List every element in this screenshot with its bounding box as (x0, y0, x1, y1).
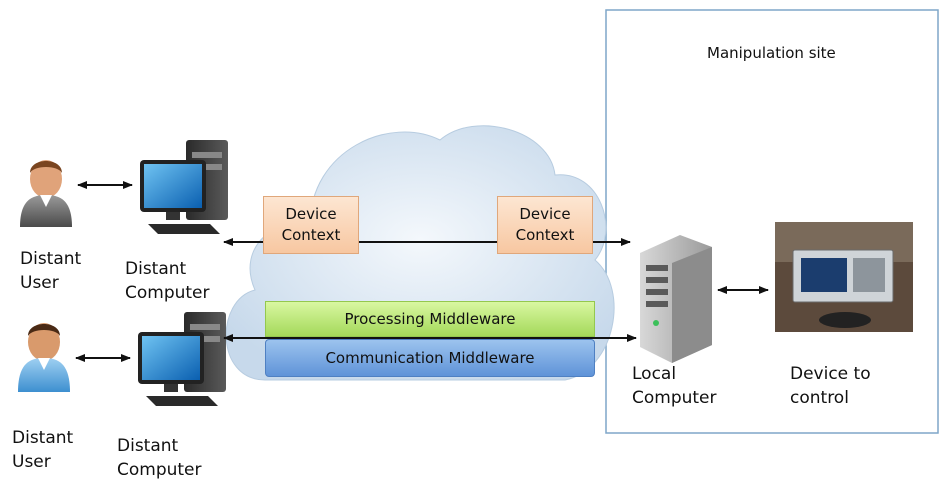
desktop-computer-icon (138, 312, 226, 406)
distant-user-label: Distant User (20, 249, 82, 293)
manipulation-site-frame (605, 9, 939, 434)
user-icon (18, 323, 70, 392)
device-to-control-label: Device to control (790, 364, 871, 408)
distant-computer-label: Distant Computer (125, 259, 210, 303)
device-photo (775, 222, 913, 332)
processing-middleware-bar: Processing Middleware (265, 301, 595, 337)
local-computer-label: Local Computer (632, 364, 717, 408)
device-context-box-left: Device Context (263, 196, 359, 254)
user-icon (20, 160, 72, 227)
manipulation-site-title: Manipulation site (707, 44, 836, 62)
distant-computer-label: Distant Computer (117, 436, 202, 480)
server-icon (640, 235, 712, 363)
device-context-box-right: Device Context (497, 196, 593, 254)
desktop-computer-icon (140, 140, 228, 234)
distant-user-label: Distant User (12, 428, 74, 472)
communication-middleware-bar: Communication Middleware (265, 339, 595, 377)
